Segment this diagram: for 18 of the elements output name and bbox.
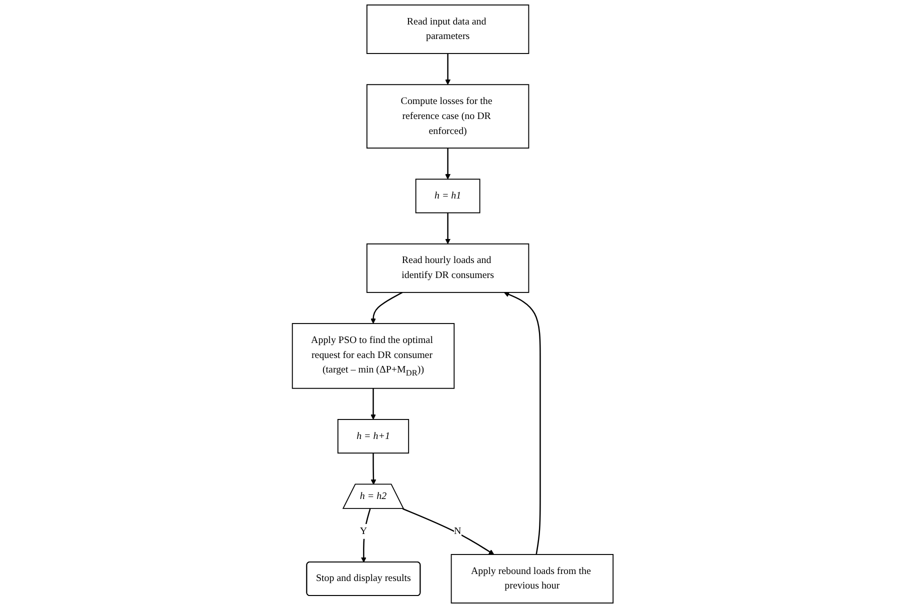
node-box: Apply PSO to find the optimal request for each DR consumer (target – min (ΔP+M$_{DR}$))	[292, 323, 455, 389]
arrow	[402, 508, 494, 555]
node-box: Compute losses for the reference case (no DR enforced)	[366, 84, 530, 149]
node-box: Apply rebound loads from the previous hour	[451, 554, 614, 604]
node-box: Read hourly loads and identify DR consumers	[366, 243, 530, 293]
edge-label: N	[454, 526, 462, 536]
arrow	[445, 148, 451, 180]
arrow	[370, 388, 376, 420]
arrow	[445, 212, 451, 244]
arrow	[504, 292, 542, 555]
arrow	[361, 508, 372, 563]
arrow	[445, 54, 451, 85]
node-box: Read input data and parameters	[366, 4, 530, 54]
arrow	[370, 292, 403, 324]
node-box: h = h1	[416, 178, 481, 214]
edge-label: Y	[360, 526, 368, 536]
arrow	[371, 453, 376, 485]
node-box: h = h+1	[338, 419, 410, 454]
